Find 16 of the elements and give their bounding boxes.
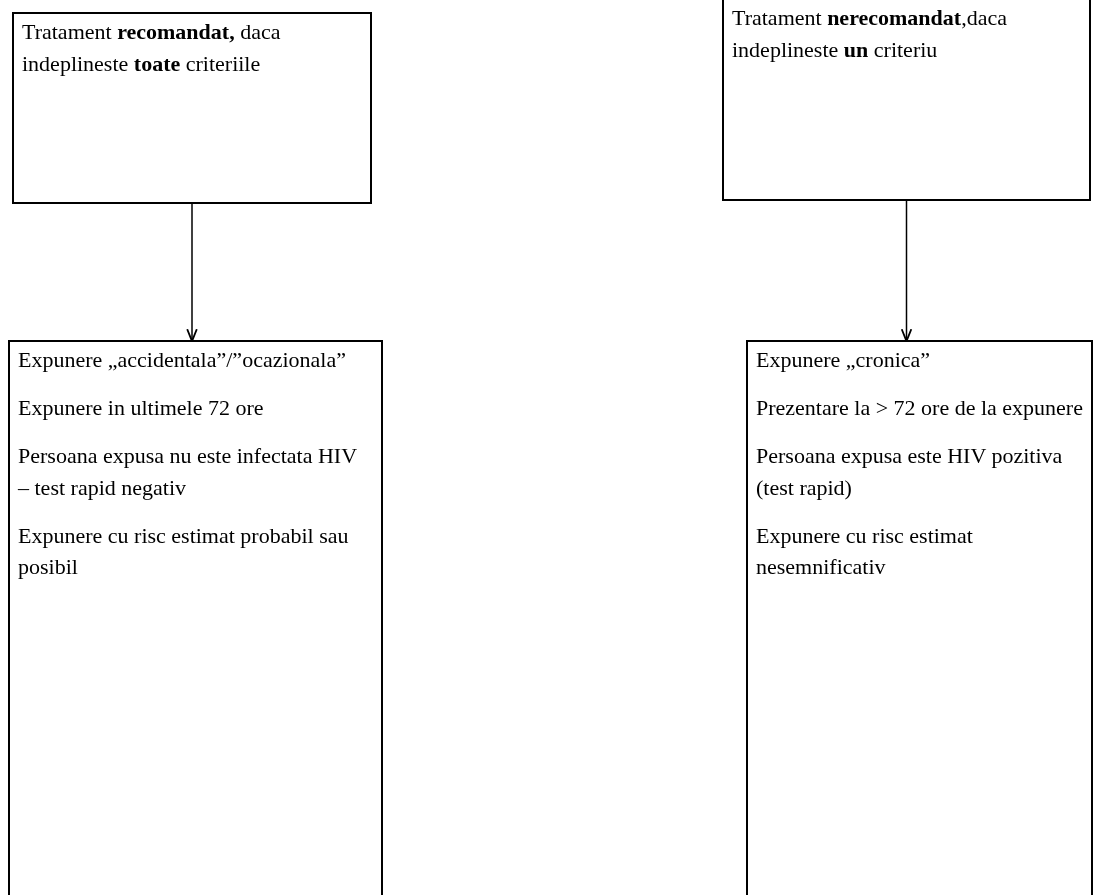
criterion-text: Expunere „cronica”	[756, 346, 932, 374]
arrow	[186, 203, 198, 343]
box-text: Tratament nerecomandat,daca indeplineste un criteriu	[732, 4, 1008, 64]
criterion-text: Expunere in ultimele 72 ore	[18, 393, 265, 422]
process-box	[12, 12, 372, 204]
criterion-text: Expunere cu risc estimat probabil sau posibil	[18, 521, 350, 582]
criterion-text: Persoana expusa este HIV pozitiva (test rapid)	[756, 441, 1064, 502]
criterion-text: Expunere „accidentala”/”ocazionala”	[18, 346, 347, 374]
criteria-box	[746, 340, 1093, 895]
criterion-text: Persoana expusa nu este infectata HIV – test rapid negativ	[18, 441, 358, 502]
box-text: Tratament recomandat, daca indeplineste toate criteriile	[22, 18, 282, 78]
process-box	[722, 0, 1091, 201]
criterion-text: Prezentare la > 72 ore de la expunere	[756, 393, 1083, 422]
arrow	[900, 200, 913, 343]
criteria-box	[8, 340, 383, 895]
criterion-text: Expunere cu risc estimat nesemnificativ	[756, 521, 974, 582]
